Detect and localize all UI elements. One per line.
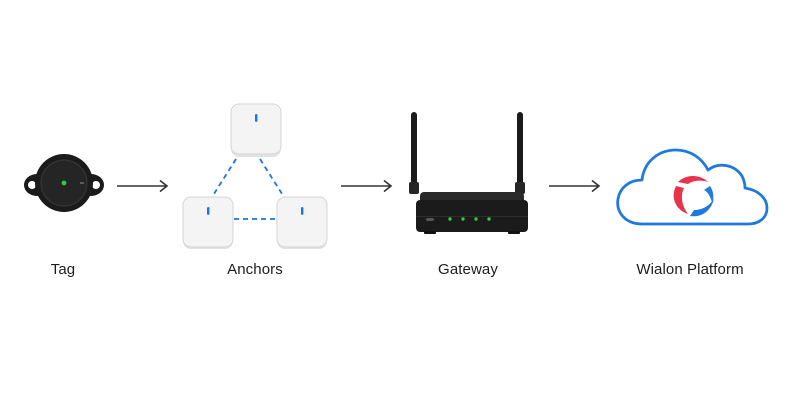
anchor-left bbox=[182, 196, 234, 249]
router-icon bbox=[409, 112, 528, 234]
cloud-platform-icon bbox=[616, 148, 769, 226]
arrow-tag-to-anchors bbox=[117, 179, 169, 193]
arrow-anchors-to-gateway bbox=[341, 179, 393, 193]
platform-label: Wialon Platform bbox=[636, 261, 744, 278]
tag-label: Tag bbox=[50, 261, 76, 278]
anchor-right bbox=[276, 196, 328, 249]
tracker-tag-icon bbox=[24, 154, 104, 212]
arrow-gateway-to-platform bbox=[549, 179, 601, 193]
anchors-node bbox=[178, 103, 338, 249]
tag-node bbox=[20, 150, 108, 220]
anchors-label: Anchors bbox=[227, 261, 283, 278]
anchor-top bbox=[230, 103, 282, 157]
platform-node bbox=[612, 138, 772, 230]
anchor-beacon-icon bbox=[182, 103, 328, 249]
gateway-label: Gateway bbox=[438, 261, 498, 278]
gateway-node bbox=[404, 108, 538, 236]
wialon-logo bbox=[673, 176, 714, 217]
